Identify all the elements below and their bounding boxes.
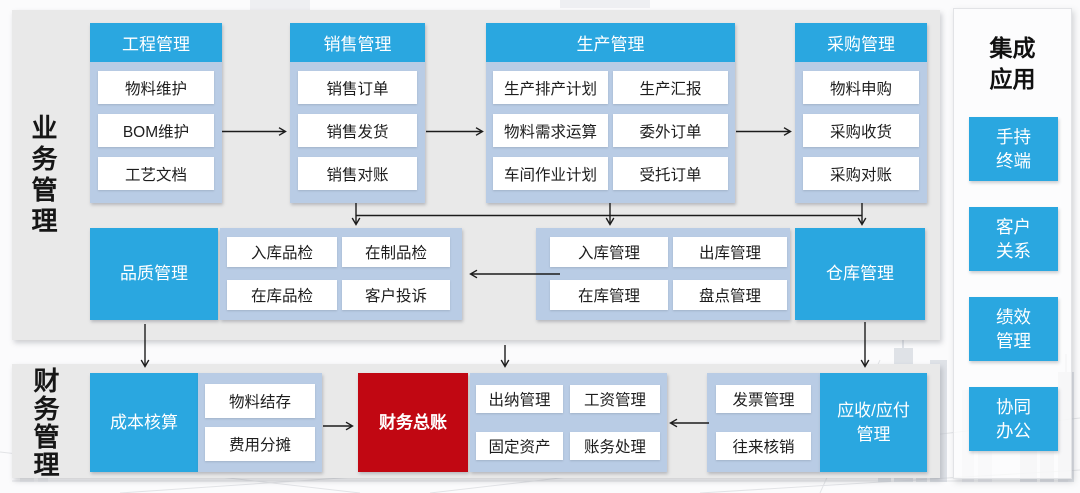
ar-ap-management-box: 应收/应付 管理 xyxy=(820,373,927,472)
cost-items-group: 物料结存 费用分摊 xyxy=(198,373,322,472)
item-stock-management: 在库管理 xyxy=(550,280,668,310)
business-section-label: 业务管理 xyxy=(28,114,58,238)
integration-item-handheld-terminal: 手持 终端 xyxy=(969,117,1058,181)
warehouse-items-group: 入库管理 出库管理 在库管理 盘点管理 xyxy=(536,228,790,320)
item-mrp-calculation: 物料需求运算 xyxy=(493,114,608,147)
cost-accounting-box: 成本核算 xyxy=(90,373,198,472)
item-process-documents: 工艺文档 xyxy=(98,157,214,190)
item-customer-complaints: 客户投诉 xyxy=(342,280,450,310)
integration-title: 集成 应用 xyxy=(989,35,1036,93)
item-stock-inspection: 在库品检 xyxy=(227,280,337,310)
item-purchase-reconciliation: 采购对账 xyxy=(803,157,919,190)
column-header-engineering: 工程管理 xyxy=(90,23,222,62)
invoice-items-group: 发票管理 往来核销 xyxy=(707,373,820,472)
item-outsourcing-order: 委外订单 xyxy=(613,114,728,147)
item-invoice-management: 发票管理 xyxy=(716,385,811,413)
item-payroll-management: 工资管理 xyxy=(570,385,660,413)
item-transaction-writeoff: 往来核销 xyxy=(716,432,811,460)
item-cashier-management: 出纳管理 xyxy=(476,385,563,413)
item-expense-allocation: 费用分摊 xyxy=(205,427,315,461)
integration-panel: 集成 应用 手持 终端 客户 关系 绩效 管理 协同 办公 xyxy=(953,8,1072,479)
ledger-items-group: 出纳管理 工资管理 固定资产 账务处理 xyxy=(470,373,667,472)
item-accounting-processing: 账务处理 xyxy=(570,432,660,460)
item-sales-delivery: 销售发货 xyxy=(298,114,417,147)
column-header-production: 生产管理 xyxy=(486,23,735,62)
item-inprocess-inspection: 在制品检 xyxy=(342,237,450,267)
item-stocktaking-management: 盘点管理 xyxy=(673,280,787,310)
item-production-reporting: 生产汇报 xyxy=(613,71,728,104)
column-sales: 销售管理 销售订单 销售发货 销售对账 xyxy=(290,23,425,203)
quality-management-box: 品质管理 xyxy=(90,228,218,320)
integration-item-performance-management: 绩效 管理 xyxy=(969,297,1058,361)
item-inbound-management: 入库管理 xyxy=(550,237,668,267)
quality-items-group: 入库品检 在制品检 在库品检 客户投诉 xyxy=(220,228,462,320)
column-engineering: 工程管理 物料维护 BOM维护 工艺文档 xyxy=(90,23,222,203)
item-material-balance: 物料结存 xyxy=(205,384,315,418)
general-ledger-box: 财务总账 xyxy=(358,373,468,472)
column-header-sales: 销售管理 xyxy=(290,23,425,62)
finance-section-label: 财务管理 xyxy=(30,367,60,479)
item-outbound-management: 出库管理 xyxy=(673,237,787,267)
item-production-scheduling: 生产排产计划 xyxy=(493,71,608,104)
item-material-maintenance: 物料维护 xyxy=(98,71,214,104)
item-bom-maintenance: BOM维护 xyxy=(98,114,214,147)
item-material-requisition: 物料申购 xyxy=(803,71,919,104)
item-workshop-plan: 车间作业计划 xyxy=(493,157,608,190)
item-fixed-assets: 固定资产 xyxy=(476,432,563,460)
column-purchasing: 采购管理 物料申购 采购收货 采购对账 xyxy=(795,23,927,203)
column-production: 生产管理 生产排产计划 生产汇报 物料需求运算 委外订单 车间作业计划 受托订单 xyxy=(486,23,735,203)
integration-item-collaborative-office: 协同 办公 xyxy=(969,387,1058,451)
integration-item-customer-relationship: 客户 关系 xyxy=(969,207,1058,271)
column-header-purchasing: 采购管理 xyxy=(795,23,927,62)
item-sales-order: 销售订单 xyxy=(298,71,417,104)
item-sales-reconciliation: 销售对账 xyxy=(298,157,417,190)
item-incoming-inspection: 入库品检 xyxy=(227,237,337,267)
warehouse-management-box: 仓库管理 xyxy=(795,228,925,320)
item-purchase-receiving: 采购收货 xyxy=(803,114,919,147)
item-consignment-order: 受托订单 xyxy=(613,157,728,190)
